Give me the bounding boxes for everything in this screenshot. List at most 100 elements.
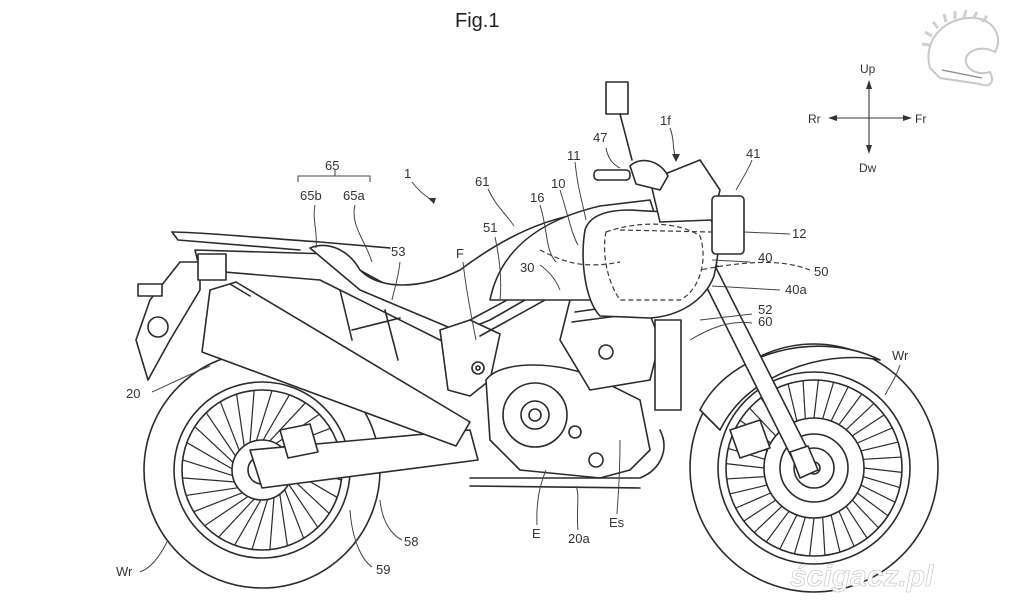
label-59: 59 xyxy=(376,562,390,577)
spoke xyxy=(234,497,263,546)
radiator xyxy=(654,319,682,411)
direction-down-label: Dw xyxy=(859,161,877,175)
spoke xyxy=(822,517,826,556)
front-rim-outer xyxy=(717,371,911,565)
label-20: 20 xyxy=(126,386,140,401)
spoke xyxy=(193,491,245,513)
label-65b: 65b xyxy=(300,188,322,203)
spoke xyxy=(182,477,237,483)
spoke xyxy=(851,499,879,529)
down-arrowhead-icon xyxy=(866,145,872,154)
label-E: E xyxy=(532,526,541,541)
engine-bolt xyxy=(568,425,582,439)
spoke xyxy=(218,496,257,538)
spoke xyxy=(809,517,815,556)
label-65: 65 xyxy=(325,158,339,173)
muffler xyxy=(201,281,471,447)
spoke xyxy=(269,495,275,550)
spoke xyxy=(251,497,269,550)
front-disc-inner xyxy=(779,433,849,503)
spoke xyxy=(735,492,771,509)
label-53: 53 xyxy=(391,244,405,259)
headlight xyxy=(711,195,745,255)
direction-up-label: Up xyxy=(860,62,876,76)
mirror xyxy=(605,81,629,115)
spoke xyxy=(793,517,806,554)
label-58: 58 xyxy=(404,534,418,549)
tail-section xyxy=(135,253,227,381)
label-40: 40 xyxy=(758,250,772,265)
turn-signal xyxy=(137,283,163,297)
spoke xyxy=(726,476,765,480)
spoke xyxy=(765,510,790,543)
label-30: 30 xyxy=(520,260,534,275)
spoke xyxy=(830,386,849,422)
spoke xyxy=(235,394,246,449)
spoke xyxy=(845,403,875,431)
label-40a: 40a xyxy=(785,282,807,297)
front-hub xyxy=(793,447,835,489)
front-arrowhead-icon xyxy=(903,115,912,121)
up-arrowhead-icon xyxy=(866,80,872,89)
spoke xyxy=(278,491,289,546)
spoke xyxy=(851,414,885,437)
label-16: 16 xyxy=(530,190,544,205)
rear-light-housing xyxy=(197,253,227,281)
label-61: 61 xyxy=(475,174,489,189)
spoke xyxy=(219,401,241,453)
handlebar-clamp xyxy=(629,159,669,191)
label-rear-Wr: Wr xyxy=(116,564,133,579)
label-60: 60 xyxy=(758,314,772,329)
label-65a: 65a xyxy=(343,188,365,203)
spoke xyxy=(749,407,777,437)
spoke xyxy=(204,494,251,527)
label-51: 51 xyxy=(483,220,497,235)
spoke xyxy=(261,394,290,443)
front-rim-inner xyxy=(725,379,903,557)
spark-plug xyxy=(598,344,614,360)
pivot-bolt xyxy=(471,361,485,375)
spoke xyxy=(286,481,319,528)
tank-inner-outline xyxy=(603,223,704,301)
spoke xyxy=(186,486,241,497)
spoke xyxy=(753,505,783,533)
exhaust-header xyxy=(469,429,665,479)
label-Es: Es xyxy=(609,515,625,530)
direction-rear-label: Rr xyxy=(808,112,821,126)
label-F: F xyxy=(456,246,464,261)
direction-front-label: Fr xyxy=(915,112,926,126)
fuel-tank-front xyxy=(582,209,720,319)
spoke xyxy=(822,382,835,419)
spoke xyxy=(813,380,819,419)
swingarm xyxy=(249,429,479,489)
spoke xyxy=(860,484,896,503)
spoke xyxy=(743,499,777,522)
spoke xyxy=(249,390,255,445)
fork-foot xyxy=(789,445,819,479)
label-47: 47 xyxy=(593,130,607,145)
spoke xyxy=(182,459,235,477)
spoke xyxy=(255,390,273,443)
spoke xyxy=(856,492,889,517)
spoke xyxy=(830,514,841,553)
chain-adjuster xyxy=(279,423,319,459)
brake-caliper xyxy=(729,419,771,459)
spartan-helmet-logo-icon xyxy=(921,9,1000,87)
front-fork xyxy=(687,243,819,479)
handlebar xyxy=(593,81,669,191)
engine-sprocket xyxy=(588,452,604,468)
label-20a: 20a xyxy=(568,531,590,546)
label-52: 52 xyxy=(758,302,772,317)
spoke xyxy=(729,484,768,495)
label-1: 1 xyxy=(404,166,411,181)
tail-light xyxy=(147,316,169,338)
label-10: 10 xyxy=(551,176,565,191)
watermark-text: ścigacz.pl xyxy=(790,560,934,593)
license-plate-bracket xyxy=(135,261,201,381)
spoke xyxy=(863,476,900,489)
spoke xyxy=(267,402,306,444)
front-tire-outer xyxy=(689,343,939,593)
spoke xyxy=(860,441,899,452)
spoke xyxy=(787,383,798,422)
